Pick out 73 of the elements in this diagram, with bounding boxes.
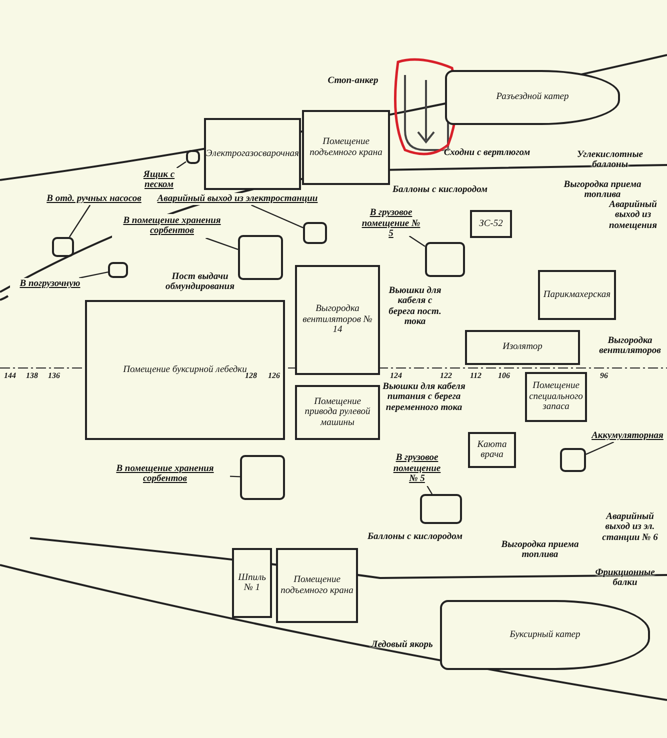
callout-label: В грузовое помещение № 5 [392,452,442,486]
callout-label: Углекислотные баллоны [576,150,644,171]
boat-label: Разъездной катер [496,92,569,103]
callout-label: Аварийный выход из помещения [608,200,658,232]
hatch-box [425,242,465,277]
frame-number: 136 [48,372,61,381]
leader-line [426,486,433,494]
sand-box [186,150,200,164]
room-label: ЗС-52 [479,218,503,230]
callout-label: Стоп-анкер [326,76,380,86]
callout-label: Ледовый якорь [370,640,434,650]
frame-number: 126 [268,372,281,381]
room-box [468,432,516,468]
hatch-box [303,222,327,244]
frame-number: 112 [470,372,483,381]
frame-number: 128 [245,372,258,381]
room-label: Выгородка вентиляторов № 14 [302,304,374,336]
leader-line [586,441,614,455]
room-box [470,210,512,238]
hatch-box [420,494,462,524]
leader-line [68,204,91,238]
leader-line [250,204,304,228]
frame-number: 96 [600,372,609,381]
boat-label: Буксирный катер [510,630,580,640]
callout-label: Вьюшки для кабеля питания с берега переменного тока [382,382,466,414]
frame-number: 138 [26,372,39,381]
room-label: Электрогазосварочная [206,148,299,160]
room-box [85,300,285,440]
room-label: Помещение специального запаса [529,381,583,413]
frame-number: 144 [4,372,17,381]
callout-label: Пост выдачи обмундирования [164,272,236,293]
callout-label: Выгородка приема топлива [562,180,642,200]
room-box [295,265,380,375]
leader-line [206,237,238,250]
room-label: Парикмахерская [543,290,611,300]
hatch-box [108,262,128,278]
callout-label: Вьюшки для кабеля с берега пост. тока [388,286,442,328]
hatch-box [238,235,283,280]
leader-line [408,236,426,247]
frame-number: 106 [498,372,511,381]
leader-line [176,161,186,168]
room-box [232,548,272,618]
room-label: Изолятор [502,342,542,353]
callout-label: Аварийный выход из эл. станции № 6 [601,512,659,544]
boat-drawing [440,600,650,670]
room-box [525,372,587,422]
frame-number: 122 [440,372,453,381]
battery-box [560,448,586,472]
room-label: Шпиль № 1 [237,572,267,594]
hatch-box [52,237,74,257]
room-box [465,330,580,365]
room-box [302,110,390,185]
frame-number: 124 [390,372,403,381]
boat-drawing [445,70,620,125]
callout-label: Выгородка приема топлива [500,540,580,561]
callout-label: Баллоны с кислородом [391,185,489,196]
room-label: Помещение привода рулевой машины [304,396,372,428]
leader-line [79,271,108,279]
room-label: Помещение подъемного крана [308,137,384,158]
callout-label: В отд. ручных насосов [44,193,144,205]
room-box [204,118,301,190]
room-label: Каюта врача [476,440,508,460]
hatch-box [240,455,285,500]
callout-label: Аккумуляторная [590,430,665,442]
room-box [295,385,380,440]
room-label: Помещение подъемного крана [280,575,354,596]
leader-line [230,476,240,478]
room-label: Помещение буксирной лебедки [123,364,247,375]
callout-label: Баллоны с кислородом [366,532,464,542]
callout-label: Выгородка вентиляторов [598,336,662,357]
callout-label: Сходни с вертлюгом [442,148,532,158]
room-box [276,548,358,623]
room-box [538,270,616,320]
